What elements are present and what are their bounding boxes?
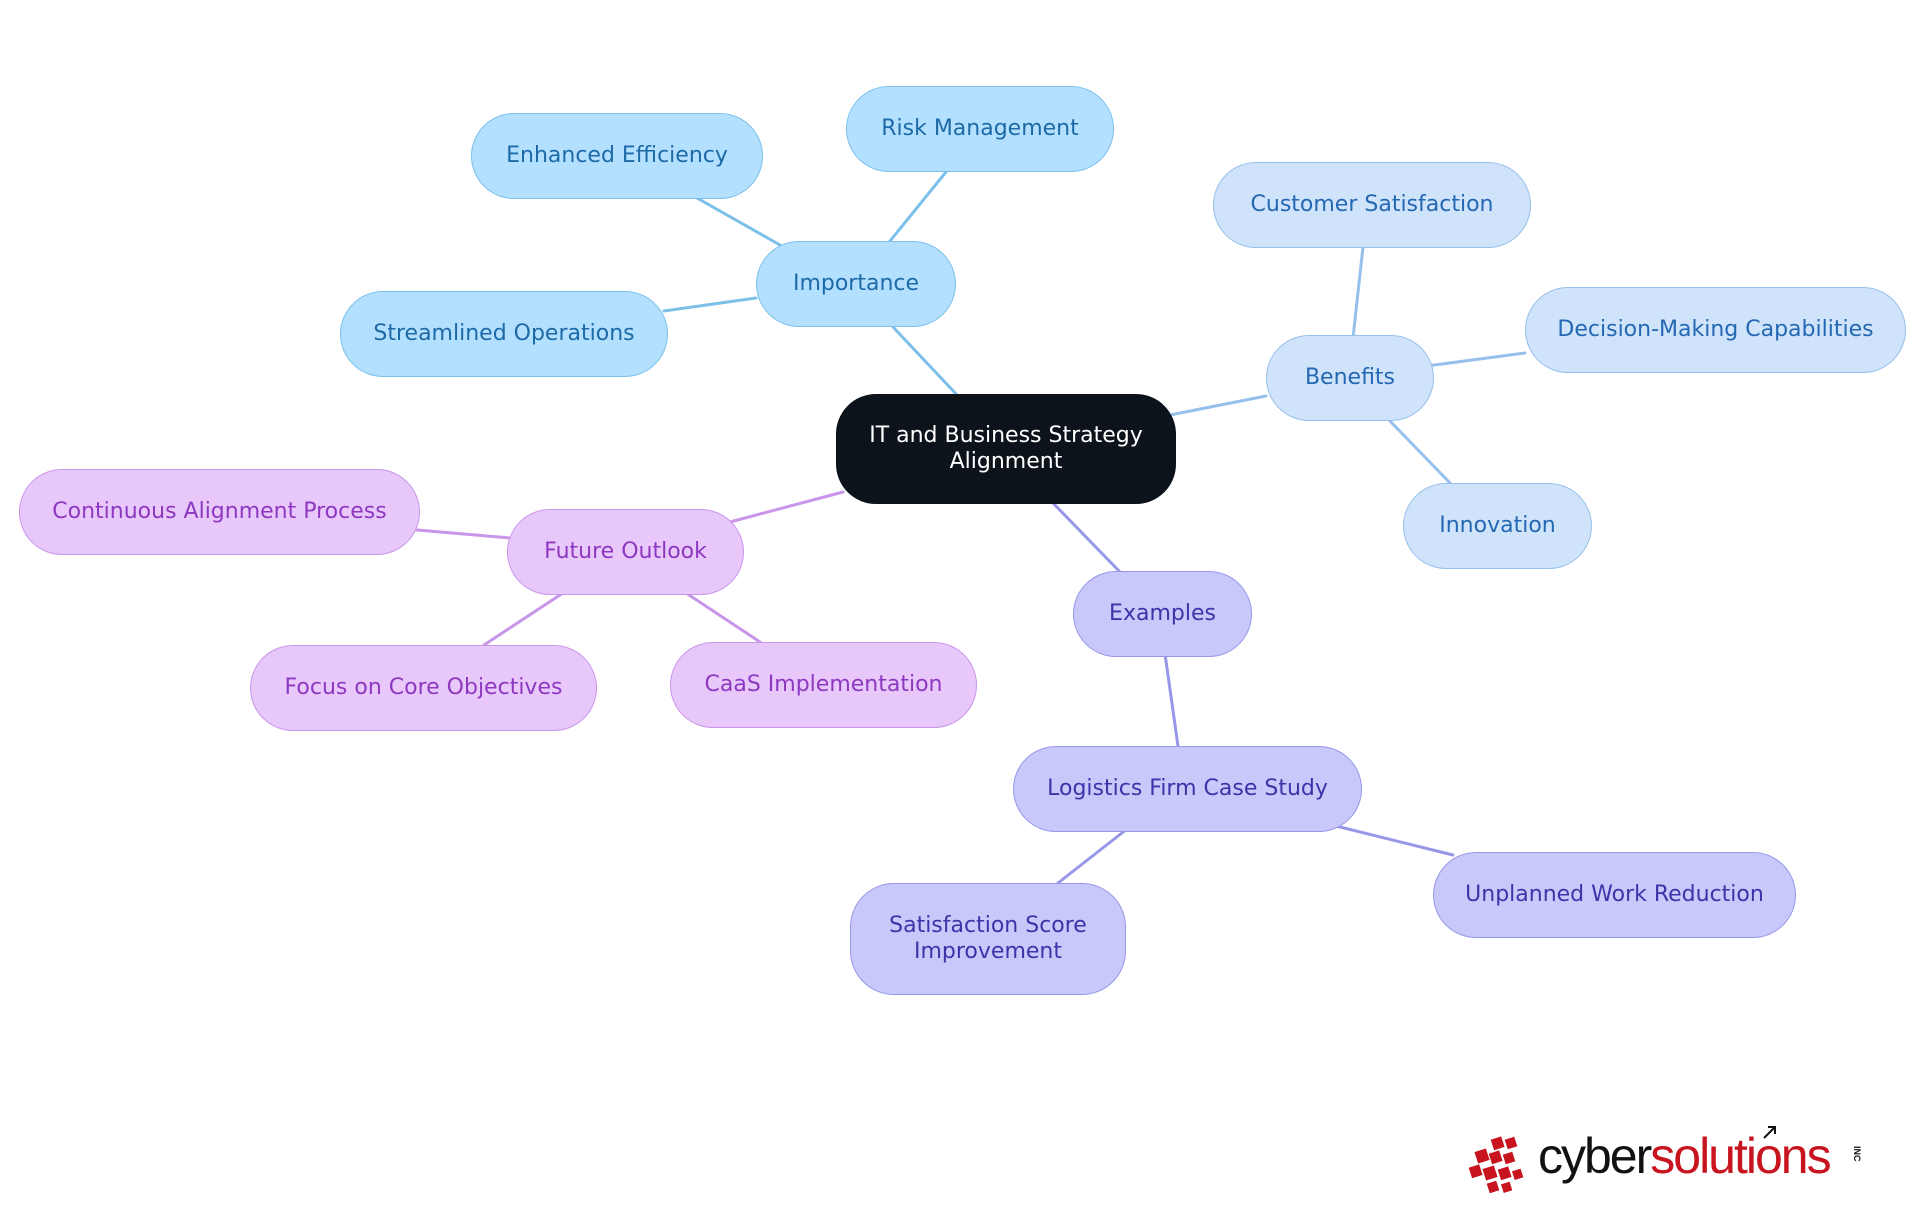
- node-examples[interactable]: Examples: [1073, 571, 1252, 657]
- node-importance[interactable]: Importance: [756, 241, 956, 327]
- root-node-label-line-1: IT and Business Strategy: [869, 423, 1143, 448]
- node-focus-on-core-objectives-label: Focus on Core Objectives: [284, 675, 563, 700]
- logo-inc-suffix: INC: [1852, 1146, 1862, 1162]
- edge-future-focus-core: [482, 591, 565, 647]
- edge-future-caas: [684, 591, 762, 644]
- node-benefits-label: Benefits: [1304, 365, 1396, 390]
- edge-case-study-satisfaction-score: [1056, 827, 1129, 885]
- node-continuous-alignment-process[interactable]: Continuous Alignment Process: [19, 469, 420, 555]
- node-streamlined-operations[interactable]: Streamlined Operations: [340, 291, 668, 377]
- edge-importance-streamlined-operations: [662, 296, 758, 313]
- node-caas-implementation-label: CaaS Implementation: [704, 672, 943, 697]
- edge-benefits-innovation: [1387, 418, 1453, 486]
- edge-root-examples: [1050, 500, 1122, 574]
- logo-word-solutions: solutions: [1650, 1128, 1831, 1184]
- node-customer-satisfaction[interactable]: Customer Satisfaction: [1213, 162, 1531, 248]
- edge-future-continuous-alignment: [415, 528, 512, 540]
- node-unplanned-work-reduction-label: Unplanned Work Reduction: [1465, 882, 1764, 907]
- node-unplanned-work-reduction[interactable]: Unplanned Work Reduction: [1433, 852, 1796, 938]
- edge-root-benefits: [1168, 394, 1268, 417]
- node-caas-implementation[interactable]: CaaS Implementation: [670, 642, 977, 728]
- node-customer-satisfaction-label: Customer Satisfaction: [1250, 192, 1494, 217]
- node-logistics-firm-case-study[interactable]: Logistics Firm Case Study: [1013, 746, 1362, 832]
- node-streamlined-operations-label: Streamlined Operations: [373, 321, 635, 346]
- edge-case-study-unplanned-work: [1334, 824, 1455, 857]
- node-decision-making-capabilities-label: Decision-Making Capabilities: [1557, 317, 1874, 342]
- node-satisfaction-score-label-line-1: Satisfaction Score: [889, 913, 1087, 938]
- node-innovation[interactable]: Innovation: [1403, 483, 1592, 569]
- node-enhanced-efficiency[interactable]: Enhanced Efficiency: [471, 113, 763, 199]
- node-future-outlook-label: Future Outlook: [544, 539, 707, 564]
- node-continuous-alignment-process-label: Continuous Alignment Process: [52, 499, 387, 524]
- node-satisfaction-score-improvement[interactable]: Satisfaction Score Improvement: [850, 883, 1126, 995]
- cybersolutions-logo: cybersolutions INC: [1468, 1126, 1880, 1196]
- node-importance-label: Importance: [792, 271, 920, 296]
- node-enhanced-efficiency-label: Enhanced Efficiency: [506, 143, 728, 168]
- root-node-label-line-2: Alignment: [949, 449, 1063, 474]
- logo-word-cyber: cyber: [1538, 1128, 1652, 1184]
- logo-arrow-icon: [1763, 1126, 1776, 1139]
- edge-importance-enhanced-efficiency: [695, 196, 782, 247]
- edge-root-importance: [891, 325, 960, 398]
- node-examples-label: Examples: [1109, 601, 1216, 626]
- edge-importance-risk-management: [888, 170, 948, 243]
- edge-root-future-outlook: [728, 490, 845, 524]
- root-node[interactable]: IT and Business Strategy Alignment: [836, 394, 1176, 504]
- node-benefits[interactable]: Benefits: [1266, 335, 1434, 421]
- node-satisfaction-score-label-line-2: Improvement: [913, 939, 1062, 964]
- node-future-outlook[interactable]: Future Outlook: [507, 509, 744, 595]
- node-risk-management[interactable]: Risk Management: [846, 86, 1114, 172]
- node-decision-making-capabilities[interactable]: Decision-Making Capabilities: [1525, 287, 1906, 373]
- edge-examples-case-study: [1163, 652, 1180, 748]
- edge-benefits-customer-satisfaction: [1351, 245, 1365, 340]
- edge-benefits-decision-making: [1425, 351, 1527, 368]
- logo-mark-icon: [1468, 1136, 1524, 1194]
- node-focus-on-core-objectives[interactable]: Focus on Core Objectives: [250, 645, 597, 731]
- node-logistics-firm-case-study-label: Logistics Firm Case Study: [1047, 776, 1328, 801]
- logo-wordmark: cybersolutions: [1538, 1128, 1832, 1184]
- node-risk-management-label: Risk Management: [881, 116, 1079, 141]
- node-innovation-label: Innovation: [1439, 513, 1556, 538]
